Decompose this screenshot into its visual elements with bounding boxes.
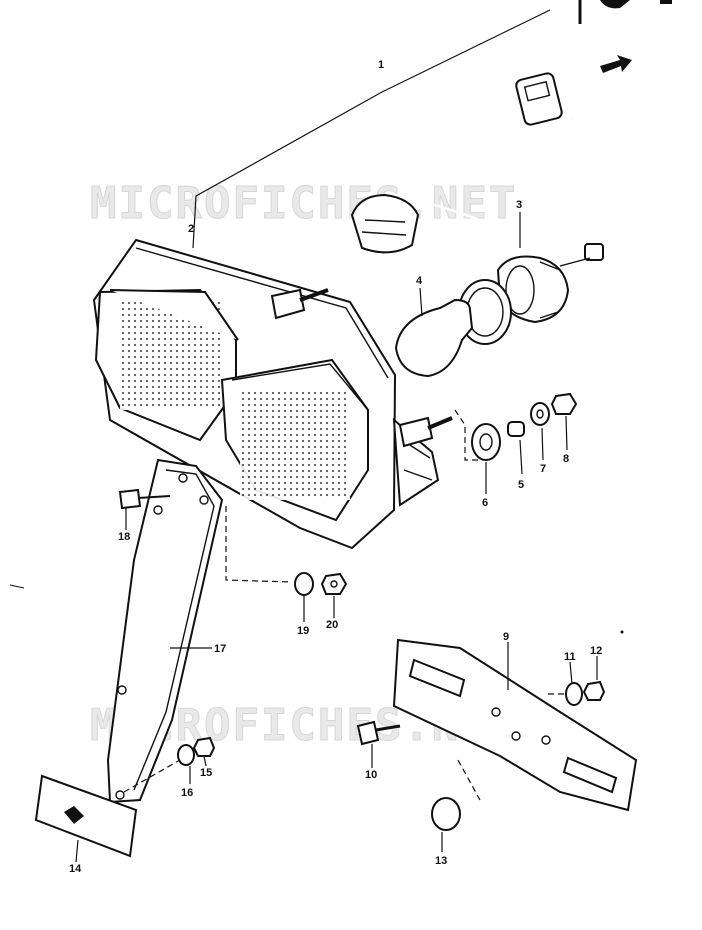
callout-1: 1 <box>378 59 384 71</box>
callout-13: 13 <box>435 855 447 867</box>
bulb-4 <box>394 279 512 378</box>
callout-10: 10 <box>365 769 377 781</box>
bracket-17 <box>106 458 224 804</box>
part-19-washer <box>294 572 314 596</box>
part-12-nut <box>582 680 606 701</box>
dash-stud-to-6 <box>454 409 490 461</box>
bolt-18 <box>118 488 171 510</box>
bulb-socket-upper <box>350 193 420 254</box>
callout-20: 20 <box>326 619 338 631</box>
callout-9: 9 <box>503 631 509 643</box>
stray-dot <box>620 630 624 634</box>
mounting-studs <box>270 288 453 448</box>
leader-1b <box>381 9 551 93</box>
callout-19: 19 <box>297 625 309 637</box>
part-20-nut <box>320 572 348 595</box>
part-7-washer <box>530 402 550 426</box>
callout-16: 16 <box>181 787 193 799</box>
callout-7: 7 <box>540 463 546 475</box>
callout-5: 5 <box>518 479 524 491</box>
part-5-collar <box>507 421 525 437</box>
dash-to-13 <box>457 759 481 801</box>
callout-14: 14 <box>69 863 82 875</box>
callout-8: 8 <box>563 453 569 465</box>
dash-bracket-to-19 <box>225 506 293 583</box>
leader-1 <box>192 91 383 249</box>
callout-12: 12 <box>590 645 602 657</box>
page-corner-fragment <box>578 0 672 24</box>
reflector-14 <box>34 774 138 858</box>
callout-3: 3 <box>516 199 522 211</box>
callout-17: 17 <box>214 643 226 655</box>
license-bracket-9 <box>392 638 638 812</box>
bulb-socket-3 <box>496 255 570 324</box>
part-6-grommet <box>471 423 501 461</box>
wiring-harness <box>417 72 623 267</box>
tail-lamp-housing <box>92 238 440 550</box>
dash-bracket-to-16 <box>123 759 181 793</box>
leader-lines <box>75 212 598 863</box>
part-11-washer <box>565 682 583 706</box>
callout-6: 6 <box>482 497 488 509</box>
part-8-nut <box>550 392 578 415</box>
direction-arrow-icon <box>600 55 632 73</box>
bolt-10 <box>356 720 401 746</box>
callout-4: 4 <box>416 275 423 287</box>
part-16-washer <box>177 744 195 766</box>
callout-11: 11 <box>564 651 576 663</box>
callout-2: 2 <box>188 223 194 235</box>
part-13-cap <box>431 797 461 831</box>
part-15-nut <box>192 736 216 757</box>
stray-mark <box>9 584 25 589</box>
watermark-top: MICROFICHES.NET <box>90 178 517 229</box>
callout-15: 15 <box>200 767 212 779</box>
callout-18: 18 <box>118 531 130 543</box>
